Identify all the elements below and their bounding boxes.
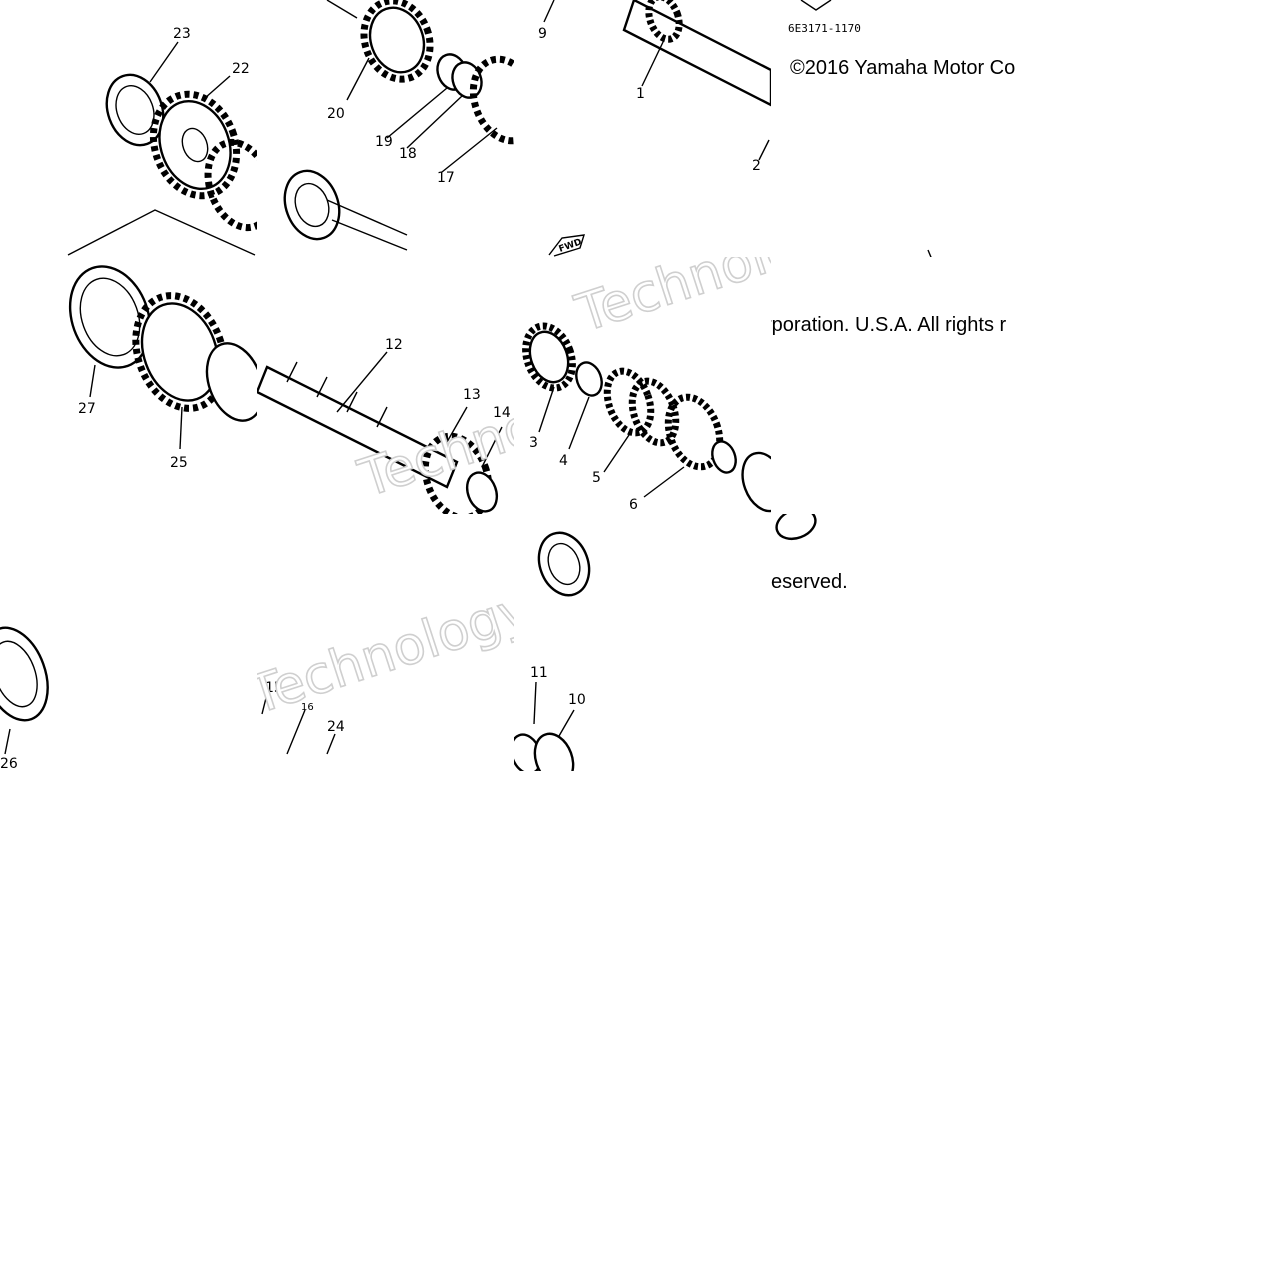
forward-arrow-icon: FWD xyxy=(548,234,585,257)
fwd-label: FWD xyxy=(558,237,584,254)
part-number-11: 11 xyxy=(530,665,548,681)
part-number-17: 17 xyxy=(437,170,455,186)
part-number-16: 16 xyxy=(301,702,314,713)
part-number-24: 24 xyxy=(327,719,345,735)
part-number-6: 6 xyxy=(629,497,638,513)
part-number-12: 12 xyxy=(385,337,403,353)
tile-drive-axle-12: 12 13 14 Technology xyxy=(257,257,514,514)
part-number-18: 18 xyxy=(399,146,417,162)
tile-copyright-1: 6E3171-1170 7 8 ©2016 Yamaha Motor Co xyxy=(771,0,1028,257)
tile-copyright-3: eserved. xyxy=(771,514,1028,771)
part-number-9: 9 xyxy=(538,26,547,42)
part-number-3: 3 xyxy=(529,435,538,451)
watermark: Technology xyxy=(257,579,514,726)
part-number-14: 14 xyxy=(493,405,511,421)
tile-parts-10-11: 11 10 xyxy=(514,514,771,771)
watermark: Technology xyxy=(569,257,771,345)
tile-bearing-23-gear-22: 23 22 xyxy=(0,0,257,257)
part-number-23: 23 xyxy=(173,26,191,42)
tile-main-axle-1: 9 1 2 FWD xyxy=(514,0,771,257)
part-number-22: 22 xyxy=(232,61,250,77)
copyright-fragment-2: rporation. U.S.A. All rights r xyxy=(771,314,1007,336)
part-number-2: 2 xyxy=(752,158,761,174)
tile-parts-15-16-24: 15 16 24 Technology xyxy=(257,514,514,771)
copyright-fragment-3: eserved. xyxy=(771,571,848,593)
tile-gears-3-6: 3 4 5 6 Technology xyxy=(514,257,771,514)
tile-bearing-26: 26 xyxy=(0,514,257,771)
drawing-code: 6E3171-1170 xyxy=(788,22,861,35)
part-number-5: 5 xyxy=(592,470,601,486)
tile-seal-27-gear-25 xyxy=(0,257,257,514)
part-number-19: 19 xyxy=(375,134,393,150)
part-number-10: 10 xyxy=(568,692,586,708)
copyright-fragment-1: ©2016 Yamaha Motor Co xyxy=(790,57,1016,79)
part-number-26: 26 xyxy=(0,756,18,771)
part-number-15: 15 xyxy=(265,680,283,696)
part-number-20: 20 xyxy=(327,106,345,122)
tile-copyright-2: rporation. U.S.A. All rights r xyxy=(771,257,1028,514)
part-number-13: 13 xyxy=(463,387,481,403)
part-number-1: 1 xyxy=(636,86,645,102)
tile-gear-20-17: 20 19 18 17 xyxy=(257,0,514,257)
part-number-4: 4 xyxy=(559,453,568,469)
